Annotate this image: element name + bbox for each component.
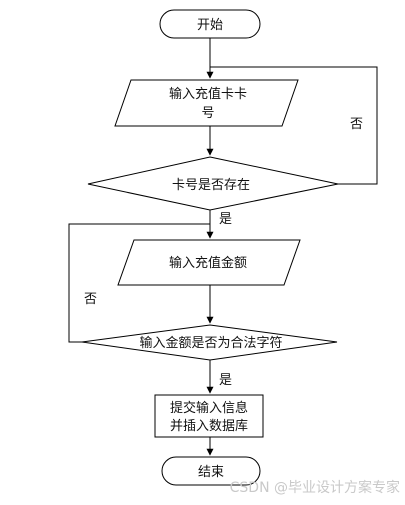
end-label: 结束 — [198, 465, 224, 480]
check-amount-label: 输入金额是否为合法字符 — [139, 335, 282, 351]
submit-process — [154, 394, 264, 438]
submit-label-line2: 并插入数据库 — [170, 418, 248, 434]
yes-label-1: 是 — [219, 212, 232, 227]
end-terminal — [161, 456, 261, 486]
loop-no-card — [210, 66, 378, 185]
input-card-label-line2: 号 — [201, 106, 214, 121]
no-label-1: 否 — [350, 117, 363, 132]
check-card-label: 卡号是否存在 — [172, 178, 250, 193]
loop-no-amount — [68, 223, 210, 343]
no-label-2: 否 — [84, 292, 97, 307]
input-amount-parallelogram — [117, 239, 301, 286]
input-card-label-line1: 输入充值卡卡 — [169, 86, 247, 102]
input-card-parallelogram — [114, 79, 299, 127]
watermark: CSDN @毕业设计方案专家 — [230, 479, 400, 496]
start-label: 开始 — [197, 18, 223, 33]
input-amount-label: 输入充值金额 — [169, 255, 247, 271]
submit-label-line1: 提交输入信息 — [170, 400, 248, 416]
yes-label-2: 是 — [219, 373, 232, 388]
